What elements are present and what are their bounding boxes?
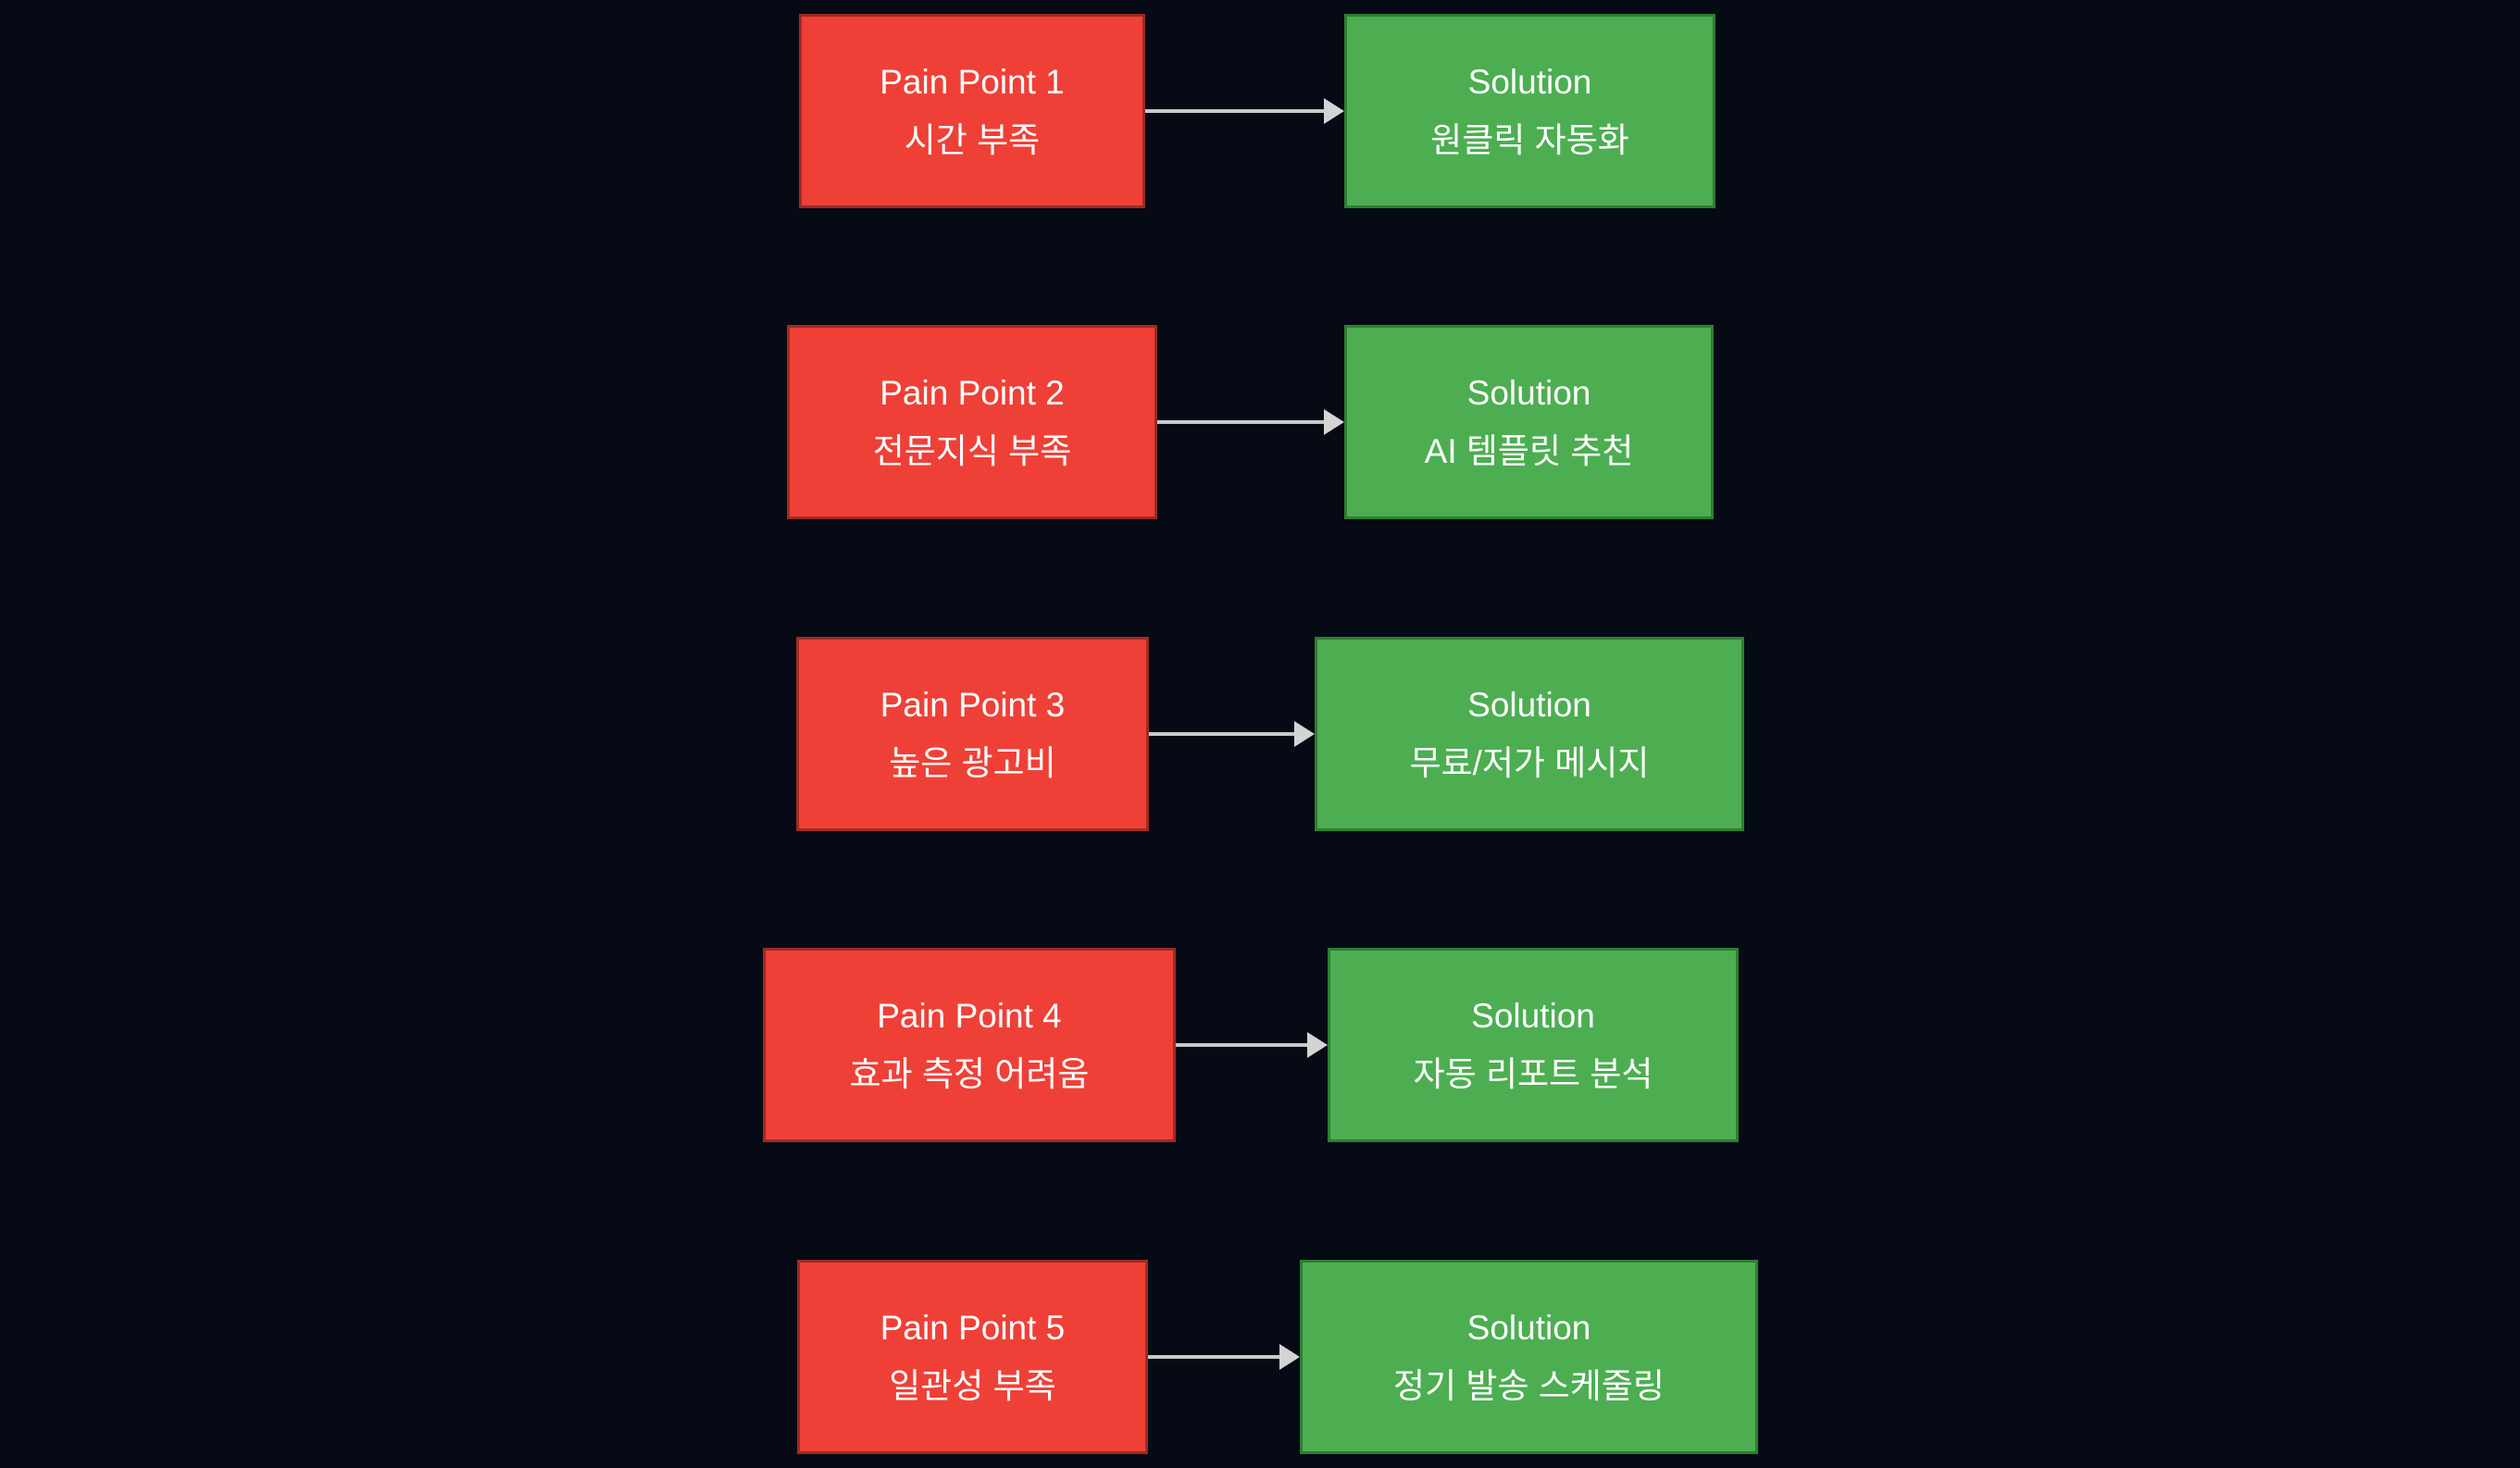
solution-node-3: Solution 무료/저가 메시지 [1315, 637, 1744, 831]
arrow-head [1307, 1032, 1328, 1058]
solution-node-4: Solution 자동 리포트 분석 [1328, 948, 1739, 1142]
arrow-shaft [1176, 1043, 1309, 1047]
pain-point-subtitle: 일관성 부족 [889, 1367, 1056, 1405]
arrow-shaft [1148, 1355, 1281, 1359]
pain-point-node-1: Pain Point 1 시간 부족 [799, 14, 1145, 208]
pain-point-node-4: Pain Point 4 효과 측정 어려움 [763, 948, 1176, 1142]
solution-title: Solution [1467, 63, 1592, 101]
arrow-head [1324, 98, 1344, 124]
arrow-shaft [1149, 732, 1296, 736]
solution-node-5: Solution 정기 발송 스케줄링 [1300, 1260, 1758, 1454]
arrow-head [1324, 409, 1344, 435]
solution-subtitle: 무료/저가 메시지 [1409, 744, 1650, 782]
solution-subtitle: AI 템플릿 추천 [1424, 432, 1634, 470]
pain-point-subtitle: 효과 측정 어려움 [849, 1055, 1090, 1093]
flow-row-1: Pain Point 1 시간 부족 Solution 원클릭 자동화 [0, 14, 2520, 208]
pain-point-subtitle: 시간 부족 [904, 121, 1041, 159]
pain-point-title: Pain Point 2 [880, 374, 1065, 412]
arrow-head [1279, 1344, 1300, 1370]
pain-point-title: Pain Point 4 [877, 997, 1062, 1035]
solution-node-2: Solution AI 템플릿 추천 [1344, 325, 1714, 519]
flow-row-5: Pain Point 5 일관성 부족 Solution 정기 발송 스케줄링 [0, 1260, 2520, 1454]
solution-node-1: Solution 원클릭 자동화 [1344, 14, 1715, 208]
pain-point-title: Pain Point 5 [880, 1309, 1066, 1347]
pain-point-subtitle: 높은 광고비 [889, 744, 1056, 782]
pain-point-node-2: Pain Point 2 전문지식 부족 [787, 325, 1157, 519]
flow-row-2: Pain Point 2 전문지식 부족 Solution AI 템플릿 추천 [0, 325, 2520, 519]
solution-title: Solution [1466, 374, 1591, 412]
flow-row-3: Pain Point 3 높은 광고비 Solution 무료/저가 메시지 [0, 637, 2520, 831]
pain-point-node-5: Pain Point 5 일관성 부족 [797, 1260, 1148, 1454]
pain-point-title: Pain Point 1 [880, 63, 1065, 101]
arrow-shaft [1157, 420, 1326, 424]
arrow-shaft [1145, 109, 1326, 113]
pain-point-node-3: Pain Point 3 높은 광고비 [796, 637, 1149, 831]
solution-title: Solution [1466, 1309, 1591, 1347]
flow-row-4: Pain Point 4 효과 측정 어려움 Solution 자동 리포트 분… [0, 948, 2520, 1142]
solution-title: Solution [1467, 686, 1591, 724]
arrow-head [1294, 721, 1315, 747]
solution-subtitle: 원클릭 자동화 [1430, 121, 1629, 159]
solution-title: Solution [1471, 997, 1595, 1035]
solution-subtitle: 자동 리포트 분석 [1413, 1055, 1653, 1093]
pain-point-title: Pain Point 3 [880, 686, 1066, 724]
solution-subtitle: 정기 발송 스케줄링 [1393, 1367, 1665, 1405]
pain-point-subtitle: 전문지식 부족 [872, 432, 1072, 470]
